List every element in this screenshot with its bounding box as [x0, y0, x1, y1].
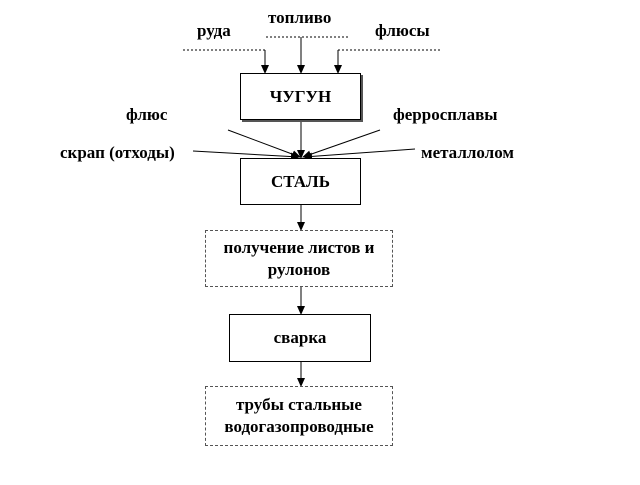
steel-box: СТАЛЬ	[240, 158, 361, 205]
ore-label: руда	[197, 21, 231, 40]
fluxes-label: флюсы	[375, 21, 430, 40]
metal-scrap-arrow	[303, 148, 416, 161]
metal-scrap-label: металлолом	[421, 143, 514, 162]
pipes-line1: трубы стальные	[236, 395, 362, 414]
flux-arrow	[227, 129, 301, 158]
fuel-label: топливо	[268, 8, 332, 27]
ferroalloys-arrow	[302, 129, 381, 159]
ferroalloys-label: ферросплавы	[393, 105, 498, 124]
pig-iron-box: ЧУГУН	[240, 73, 361, 120]
pipes-box: трубы стальные водогазопроводные	[205, 386, 393, 446]
flux-label: флюс	[126, 105, 168, 124]
sheets-rolls-line1: получение листов и	[223, 237, 375, 257]
sheets-rolls-box: получение листов и рулонов	[205, 230, 393, 287]
pig-iron-label: ЧУГУН	[269, 86, 332, 106]
scrap-arrow	[192, 150, 300, 161]
scrap-label: скрап (отходы)	[60, 143, 175, 162]
pipes-line2: водогазопроводные	[224, 417, 374, 436]
steel-label: СТАЛЬ	[271, 171, 330, 191]
welding-label: сварка	[273, 328, 327, 347]
sheets-rolls-line2: рулонов	[267, 259, 331, 279]
welding-box: сварка	[229, 314, 371, 362]
